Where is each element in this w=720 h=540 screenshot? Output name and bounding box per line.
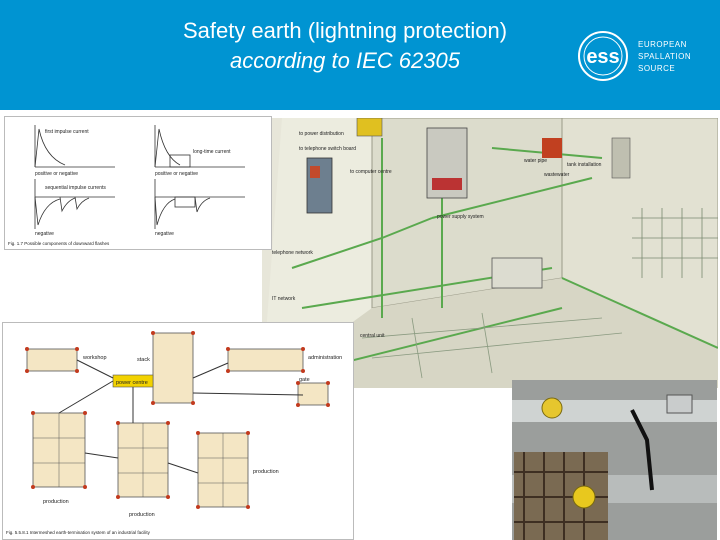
building-workshop [26, 348, 78, 372]
building-stack [152, 332, 194, 404]
label-to-power: to power distribution [299, 131, 344, 137]
building-gate [297, 382, 329, 406]
earth-termination-figure: workshop stack administration power cent… [2, 322, 354, 540]
label-power-centre: power centre [116, 380, 148, 386]
photo-rebar-earth-point [514, 452, 608, 540]
label-sequential: sequential impulse currents [45, 185, 106, 191]
ess-logo: ess EUROPEAN SPALLATION SOURCE [575, 26, 715, 86]
label-posneg-2: positive or negative [155, 171, 198, 177]
label-production-3: production [253, 469, 279, 475]
label-long-time: long-time current [193, 149, 231, 155]
label-water-pipe: water pipe [524, 158, 547, 164]
impulse-caption: Fig. 1.7 Possible components of downward… [8, 241, 110, 246]
logo-line1: EUROPEAN [638, 40, 687, 49]
building-administration [227, 348, 304, 372]
logo-line3: SOURCE [638, 64, 676, 73]
ess-logo-mark-icon: ess [578, 31, 628, 81]
building-earthing-drawing: to power distribution to telephone switc… [262, 118, 718, 388]
slide-header: Safety earth (lightning protection) acco… [0, 0, 720, 110]
slide-title: Safety earth (lightning protection) [182, 18, 508, 43]
logo-line2: SPALLATION [638, 52, 692, 61]
label-gate: gate [299, 377, 310, 383]
logo-mark-text: ess [586, 46, 619, 68]
label-telephone: telephone network [272, 250, 313, 256]
label-wastewater: wastewater [544, 172, 570, 178]
label-posneg-1: positive or negative [35, 171, 78, 177]
label-central-unit: central unit [360, 333, 385, 339]
label-it-network: IT network [272, 296, 296, 302]
label-to-telephone: to telephone switch board [299, 146, 356, 152]
label-stack: stack [137, 357, 150, 363]
label-power-supply: power supply system [437, 214, 484, 220]
label-administration: administration [308, 355, 342, 361]
label-workshop: workshop [82, 355, 107, 361]
label-first-impulse: first impulse current [45, 129, 89, 135]
label-negative-2: negative [155, 231, 174, 237]
label-to-computer: to computer centre [350, 169, 392, 175]
slide-subtitle: according to IEC 62305 [230, 48, 460, 73]
label-negative-1: negative [35, 231, 54, 237]
impulse-current-figure: first impulse current long-time current … [4, 116, 272, 250]
label-tank: tank installation [567, 162, 602, 168]
earth-caption: Fig. 5.5.8.1 Intermeshed earth-terminati… [6, 530, 151, 535]
label-production-2: production [129, 512, 155, 518]
label-production-1: production [43, 499, 69, 505]
